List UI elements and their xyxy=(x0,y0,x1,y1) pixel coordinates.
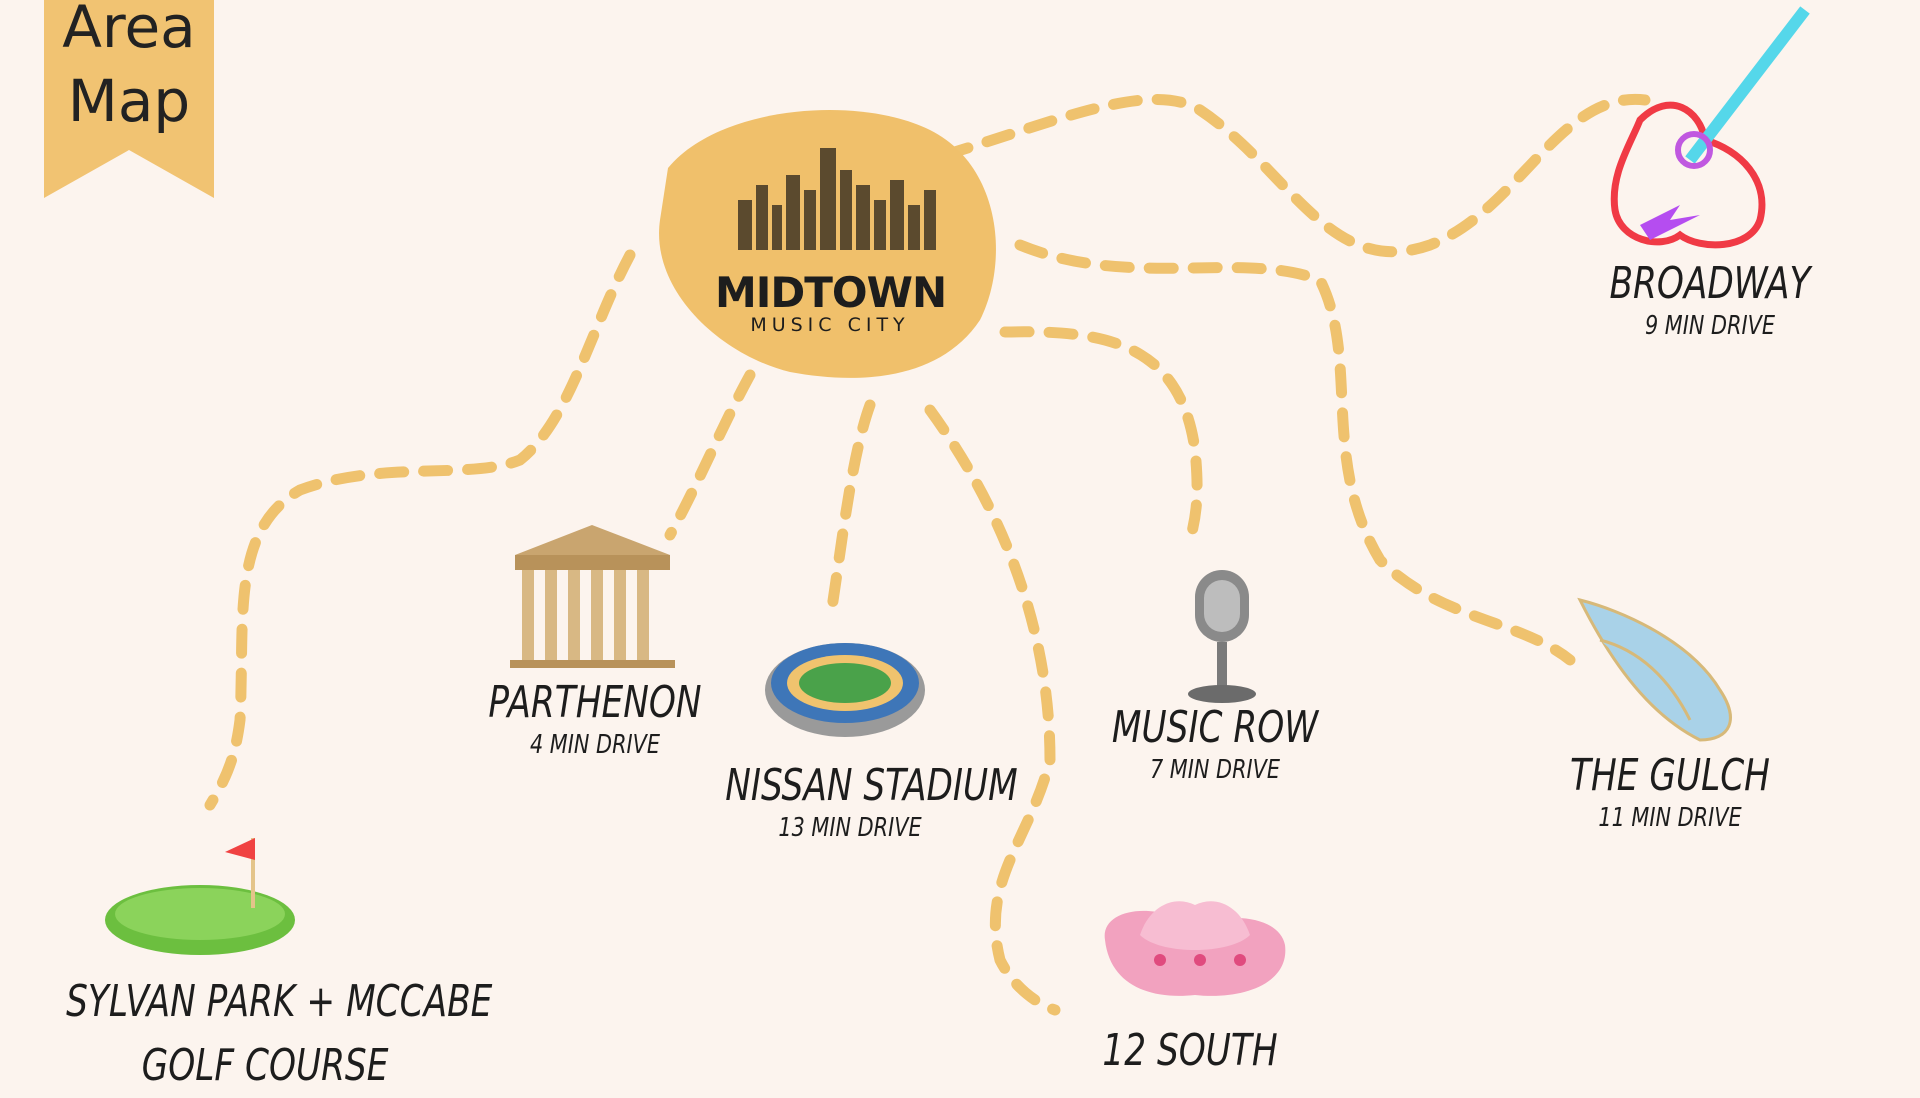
area-map-title-line1: Area xyxy=(62,0,196,61)
city-skyline-icon xyxy=(738,148,936,250)
broadway-label: BROADWAY 9 MIN DRIVE xyxy=(1560,258,1860,341)
parthenon-name: PARTHENON xyxy=(488,677,702,728)
sylvan-name-line2: GOLF COURSE xyxy=(141,1040,389,1091)
cowboy-hat-icon xyxy=(1104,901,1286,996)
music-row-label: MUSIC ROW 7 MIN DRIVE xyxy=(1075,702,1355,785)
parthenon-icon xyxy=(510,525,675,668)
parthenon-label: PARTHENON 4 MIN DRIVE xyxy=(455,677,735,760)
south12-name: 12 SOUTH xyxy=(1102,1025,1278,1076)
gulch-drive: 11 MIN DRIVE xyxy=(1598,803,1742,833)
area-map-title-line2: Map xyxy=(67,67,191,135)
broadway-drive: 9 MIN DRIVE xyxy=(1644,311,1776,341)
midtown-hub xyxy=(659,110,996,378)
wings-icon xyxy=(1577,597,1732,742)
gulch-name: THE GULCH xyxy=(1570,750,1770,801)
south12-label: 12 SOUTH xyxy=(1050,1025,1330,1076)
broadway-name: BROADWAY xyxy=(1609,258,1811,309)
route-paths xyxy=(204,93,1651,1016)
route-broadway xyxy=(939,93,1651,258)
area-map-banner xyxy=(44,0,214,198)
hub-name: MIDTOWN xyxy=(715,268,947,317)
sylvan-label: SYLVAN PARK + MCCABE GOLF COURSE xyxy=(10,970,520,1098)
nissan-label: NISSAN STADIUM 13 MIN DRIVE xyxy=(690,760,1018,843)
hub-subtitle: MUSIC CITY xyxy=(750,314,910,336)
route-gulch xyxy=(1014,239,1576,666)
route-musicrow xyxy=(999,326,1203,546)
route-12south xyxy=(924,404,1061,1016)
route-parthenon xyxy=(664,369,756,541)
golf-flag-icon xyxy=(105,838,295,955)
route-nissan xyxy=(824,399,876,626)
gulch-label: THE GULCH 11 MIN DRIVE xyxy=(1535,750,1805,833)
music-row-name: MUSIC ROW xyxy=(1111,702,1319,753)
neon-guitar-icon xyxy=(1610,6,1810,249)
nissan-drive: 13 MIN DRIVE xyxy=(778,813,922,843)
microphone-icon xyxy=(1188,570,1256,703)
music-row-drive: 7 MIN DRIVE xyxy=(1149,755,1281,785)
area-map-title: Area Map xyxy=(44,0,214,138)
sylvan-name-line1: SYLVAN PARK + MCCABE xyxy=(66,976,493,1027)
parthenon-drive: 4 MIN DRIVE xyxy=(529,730,661,760)
stadium-icon xyxy=(765,643,925,737)
route-sylvan xyxy=(204,249,636,811)
nissan-name: NISSAN STADIUM xyxy=(725,760,1018,811)
